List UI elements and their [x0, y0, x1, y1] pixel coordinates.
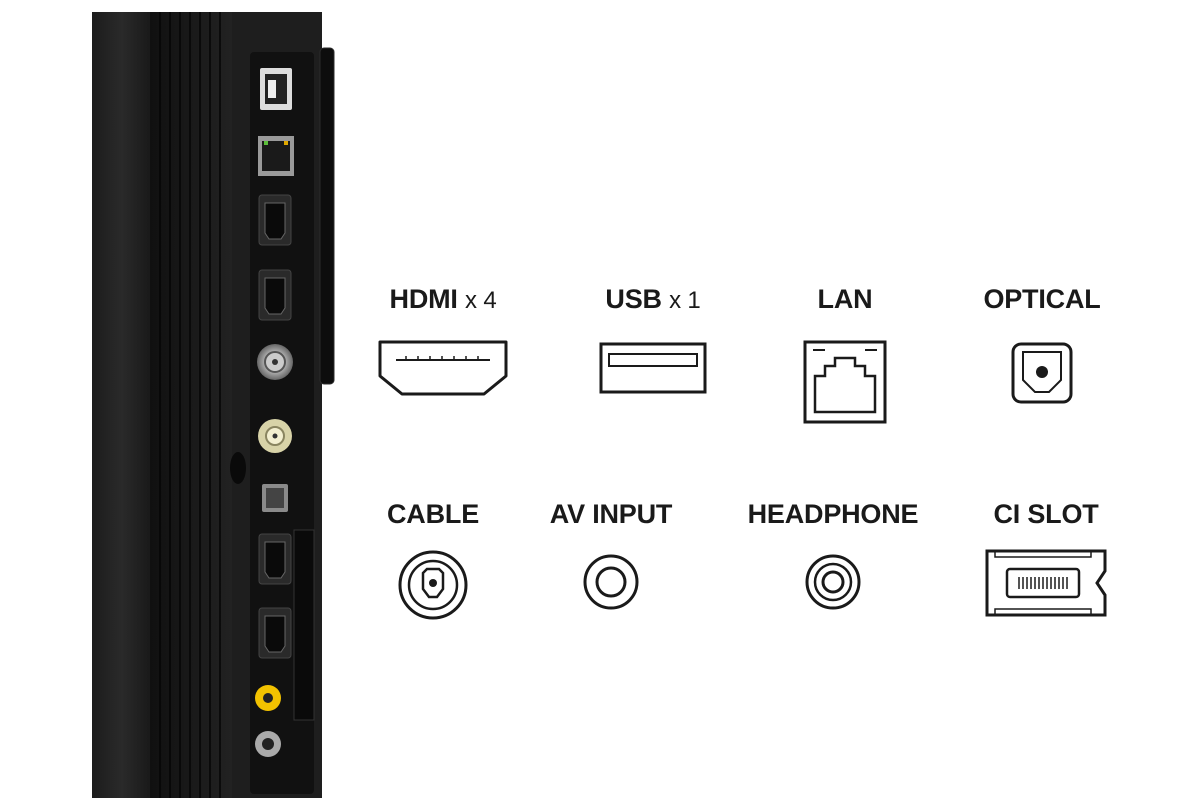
panel-hdmi-port-2 [258, 269, 292, 321]
optical-icon [1011, 342, 1073, 404]
headphone-icon [805, 554, 861, 610]
tv-ribs [159, 12, 221, 798]
side-knob [319, 47, 335, 385]
port-label-headphone: HEADPHONE [747, 499, 919, 529]
cable-icon [398, 550, 468, 620]
port-cell-headphone: HEADPHONE [733, 497, 933, 611]
lan-icon [803, 340, 887, 424]
panel-hdmi-port-3 [258, 533, 292, 585]
port-cell-cable: CABLE [333, 497, 533, 621]
port-cell-hdmi: HDMI x 4 [343, 282, 543, 396]
tv-side-panel-image [92, 12, 335, 798]
port-label-optical: OPTICAL [983, 284, 1101, 314]
hdmi-icon [378, 340, 508, 396]
panel-headphone-port [255, 731, 281, 757]
ci-slot-opening [293, 529, 315, 721]
panel-cable-port [257, 344, 293, 380]
usb-icon [599, 342, 707, 394]
port-label-av: AV INPUT [549, 499, 673, 529]
port-label-ci: CI SLOT [993, 499, 1099, 529]
port-cell-av: AV INPUT [511, 497, 711, 611]
tv-back-body [92, 12, 152, 798]
port-cell-usb: USB x 1 [553, 282, 753, 394]
av-input-icon [583, 554, 639, 610]
panel-hdmi-port-4 [258, 607, 292, 659]
port-label-lan: LAN [817, 284, 873, 314]
port-label-usb: USB x 1 [605, 284, 701, 314]
panel-f-connector [258, 419, 292, 453]
port-cell-ci: CI SLOT [946, 497, 1146, 619]
panel-optical-port [262, 484, 288, 512]
port-label-hdmi: HDMI x 4 [389, 284, 497, 314]
panel-av-port [255, 685, 281, 711]
panel-lan-port [258, 136, 294, 176]
ci-slot-icon [985, 549, 1107, 617]
panel-usb-port [260, 68, 292, 110]
port-label-cable: CABLE [387, 499, 479, 529]
tv-ribbed-section [150, 12, 232, 798]
panel-hdmi-port-1 [258, 194, 292, 246]
port-cell-lan: LAN [745, 282, 945, 424]
port-cell-optical: OPTICAL [942, 282, 1142, 404]
